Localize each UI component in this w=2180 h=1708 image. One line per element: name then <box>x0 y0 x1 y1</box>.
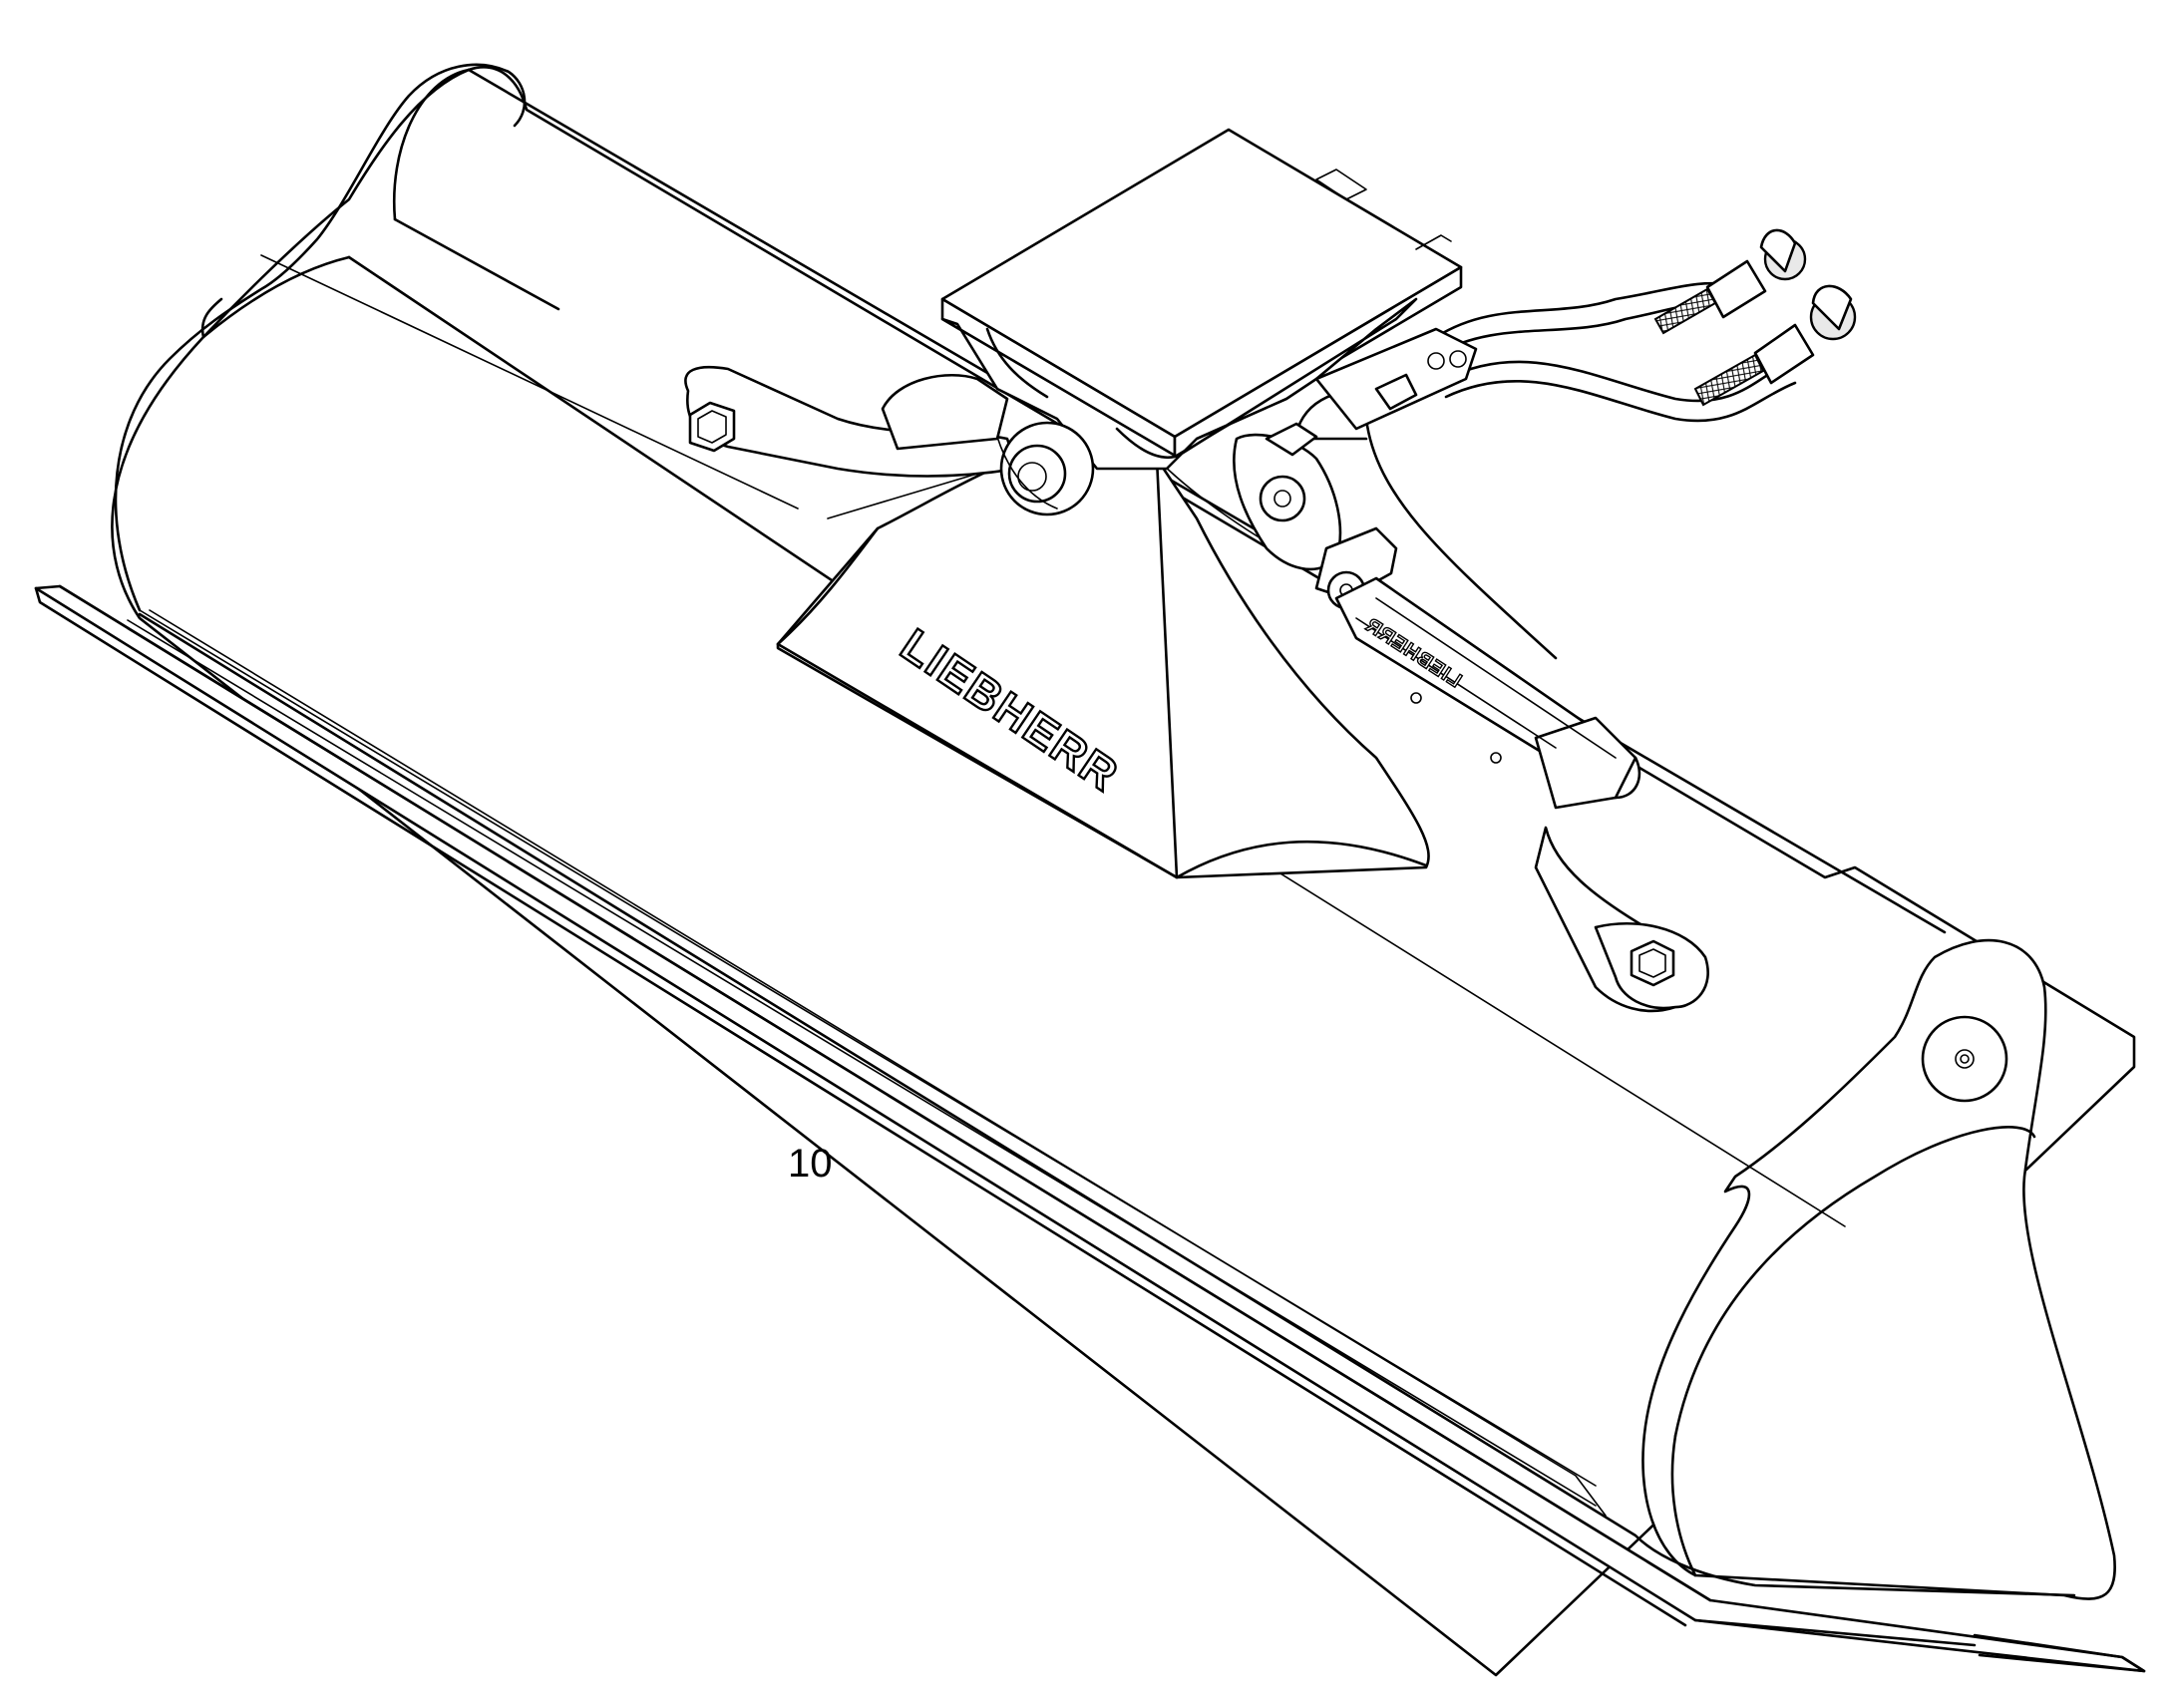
left-cylinder-end <box>881 373 1095 516</box>
hydraulic-hoses <box>1265 228 1857 660</box>
right-link-arm <box>1534 826 1709 1013</box>
bucket-body <box>34 63 2146 1677</box>
part-callout-number: 10 <box>788 1142 833 1186</box>
swivel-joint <box>1233 433 1398 610</box>
quick-coupler-mount <box>776 128 1463 879</box>
left-link-arm <box>684 365 1019 478</box>
